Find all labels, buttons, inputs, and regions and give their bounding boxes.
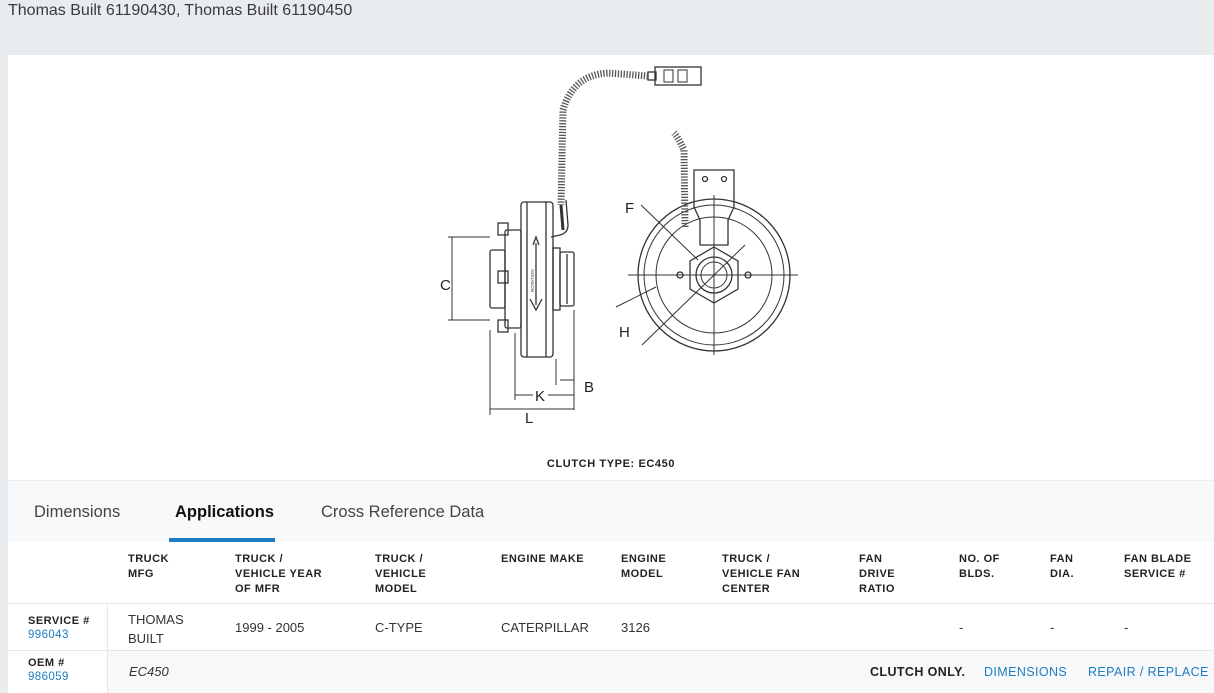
tab-cross-reference[interactable]: Cross Reference Data [321,503,485,521]
dim-label-h: H [619,324,630,341]
clutch-drawing: C F H K L B ROTATION [440,66,798,427]
rotation-label: ROTATION [530,269,535,292]
service-label: SERVICE # [28,615,90,627]
service-number-link[interactable]: 996043 [28,629,69,641]
cell-engine-make: CATERPILLAR [501,620,589,635]
table-footer-row: OEM # 986059 EC450 CLUTCH ONLY. DIMENSIO… [8,650,1214,693]
clutch-diagram: C F H K L B ROTATION CLUTCH TYPE: EC450 [8,55,1214,480]
cell-blade-service: - [1124,620,1129,635]
oem-number-link[interactable]: 986059 [28,671,69,683]
oem-label: OEM # [28,657,65,669]
coiled-cable [557,69,649,206]
clutch-body-side [520,201,554,358]
cell-num-blades: - [959,620,964,635]
tab-dimensions[interactable]: Dimensions [34,503,121,521]
dim-label-l: L [525,410,533,427]
tab-applications[interactable]: Applications [175,503,275,521]
tab-bar: Dimensions Applications Cross Reference … [8,480,1214,542]
cell-engine-model: 3126 [621,620,650,635]
service-column: SERVICE # 996043 [8,604,108,650]
dimensions-link[interactable]: DIMENSIONS [984,665,1068,679]
dim-label-c: C [440,277,451,294]
active-tab-indicator [169,538,275,542]
page-title: Thomas Built 61190430, Thomas Built 6119… [8,2,353,19]
clutch-type-caption: CLUTCH TYPE: EC450 [546,458,676,470]
oem-column: OEM # 986059 [8,651,108,693]
dim-label-b: B [584,379,594,396]
repair-replace-link[interactable]: REPAIR / REPLACE [1088,665,1209,679]
dim-label-k: K [535,388,545,405]
connector-plug [654,66,702,86]
cell-fan-dia: - [1050,620,1055,635]
dim-label-f: F [625,200,634,217]
cell-year: 1999 - 2005 [235,620,305,635]
cell-model: C-TYPE [375,620,423,635]
product-card: C F H K L B ROTATION CLUTCH TYPE: EC450 … [8,55,1214,693]
clutch-only-note: CLUTCH ONLY. [870,665,966,679]
part-number: EC450 [129,664,169,679]
header-engine-make: ENGINE MAKE [501,553,585,565]
